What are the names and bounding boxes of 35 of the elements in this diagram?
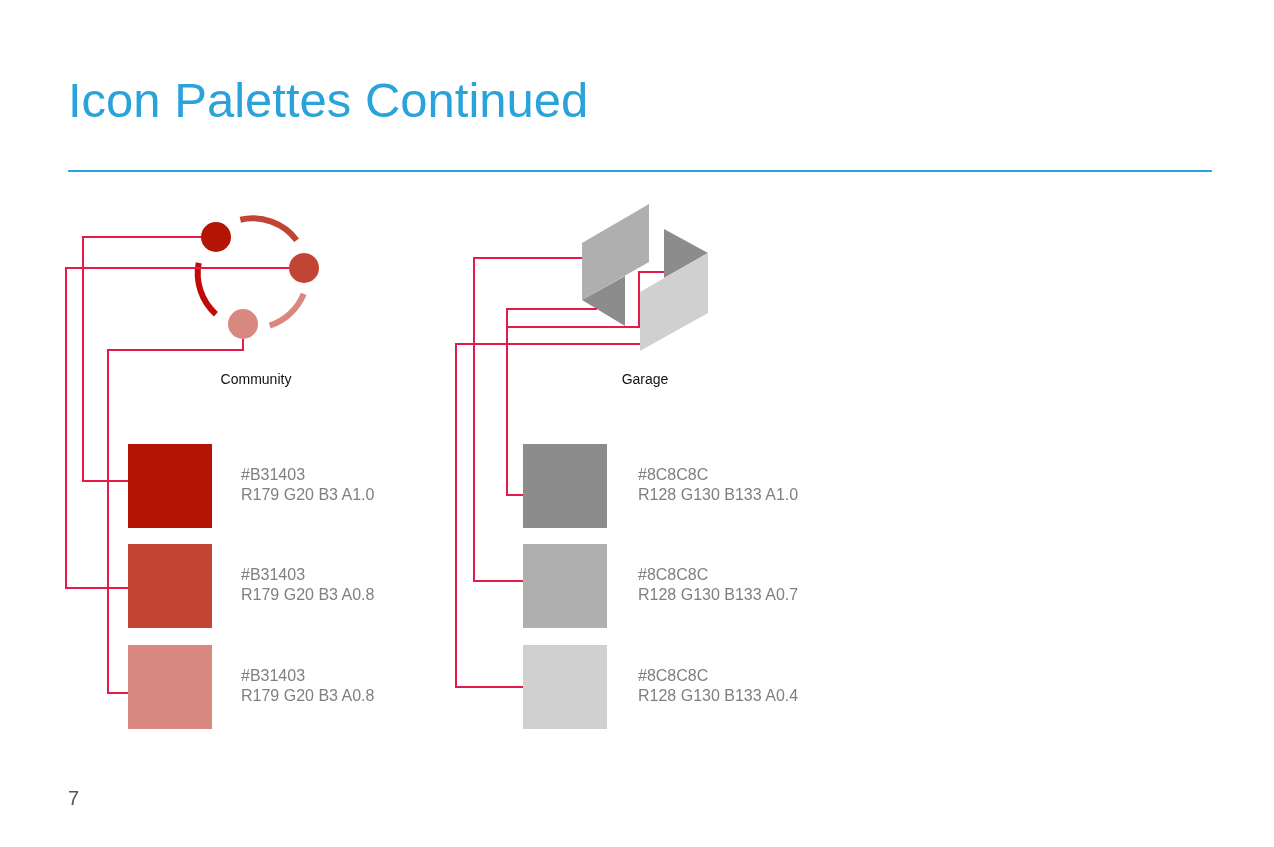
- color-swatch: [523, 444, 607, 528]
- icon-dot: [289, 253, 319, 283]
- icon-caption: Garage: [621, 370, 669, 388]
- color-swatch: [128, 544, 212, 628]
- icon-dot: [201, 222, 231, 252]
- leader-line: [455, 343, 641, 688]
- hex-code: #8C8C8C: [638, 666, 709, 686]
- rgba-value: R128 G130 B133 A0.4: [638, 686, 799, 706]
- icon-panel: [640, 253, 708, 351]
- color-swatch: [523, 645, 607, 729]
- leader-line: [473, 257, 583, 582]
- leader-line: [506, 271, 665, 496]
- icon-caption: Community: [220, 370, 292, 388]
- leader-line: [107, 338, 244, 694]
- icon-fold: [664, 229, 708, 278]
- color-swatch: [523, 544, 607, 628]
- icon-fold: [582, 276, 625, 326]
- page-number: 7: [68, 786, 80, 810]
- rgba-value: R179 G20 B3 A0.8: [241, 585, 375, 605]
- rgba-value: R128 G130 B133 A1.0: [638, 485, 799, 505]
- leader-line: [82, 236, 202, 482]
- hex-code: #8C8C8C: [638, 465, 709, 485]
- hex-code: #B31403: [241, 465, 306, 485]
- icon-dot: [228, 309, 258, 339]
- hex-code: #8C8C8C: [638, 565, 709, 585]
- rgba-value: R179 G20 B3 A0.8: [241, 686, 375, 706]
- hex-code: #B31403: [241, 666, 306, 686]
- page-title: Icon Palettes Continued: [68, 76, 589, 125]
- leader-line: [65, 267, 290, 589]
- hex-code: #B31403: [241, 565, 306, 585]
- color-swatch: [128, 645, 212, 729]
- icon-panel: [582, 204, 649, 300]
- rgba-value: R179 G20 B3 A1.0: [241, 485, 375, 505]
- color-swatch: [128, 444, 212, 528]
- rgba-value: R128 G130 B133 A0.7: [638, 585, 799, 605]
